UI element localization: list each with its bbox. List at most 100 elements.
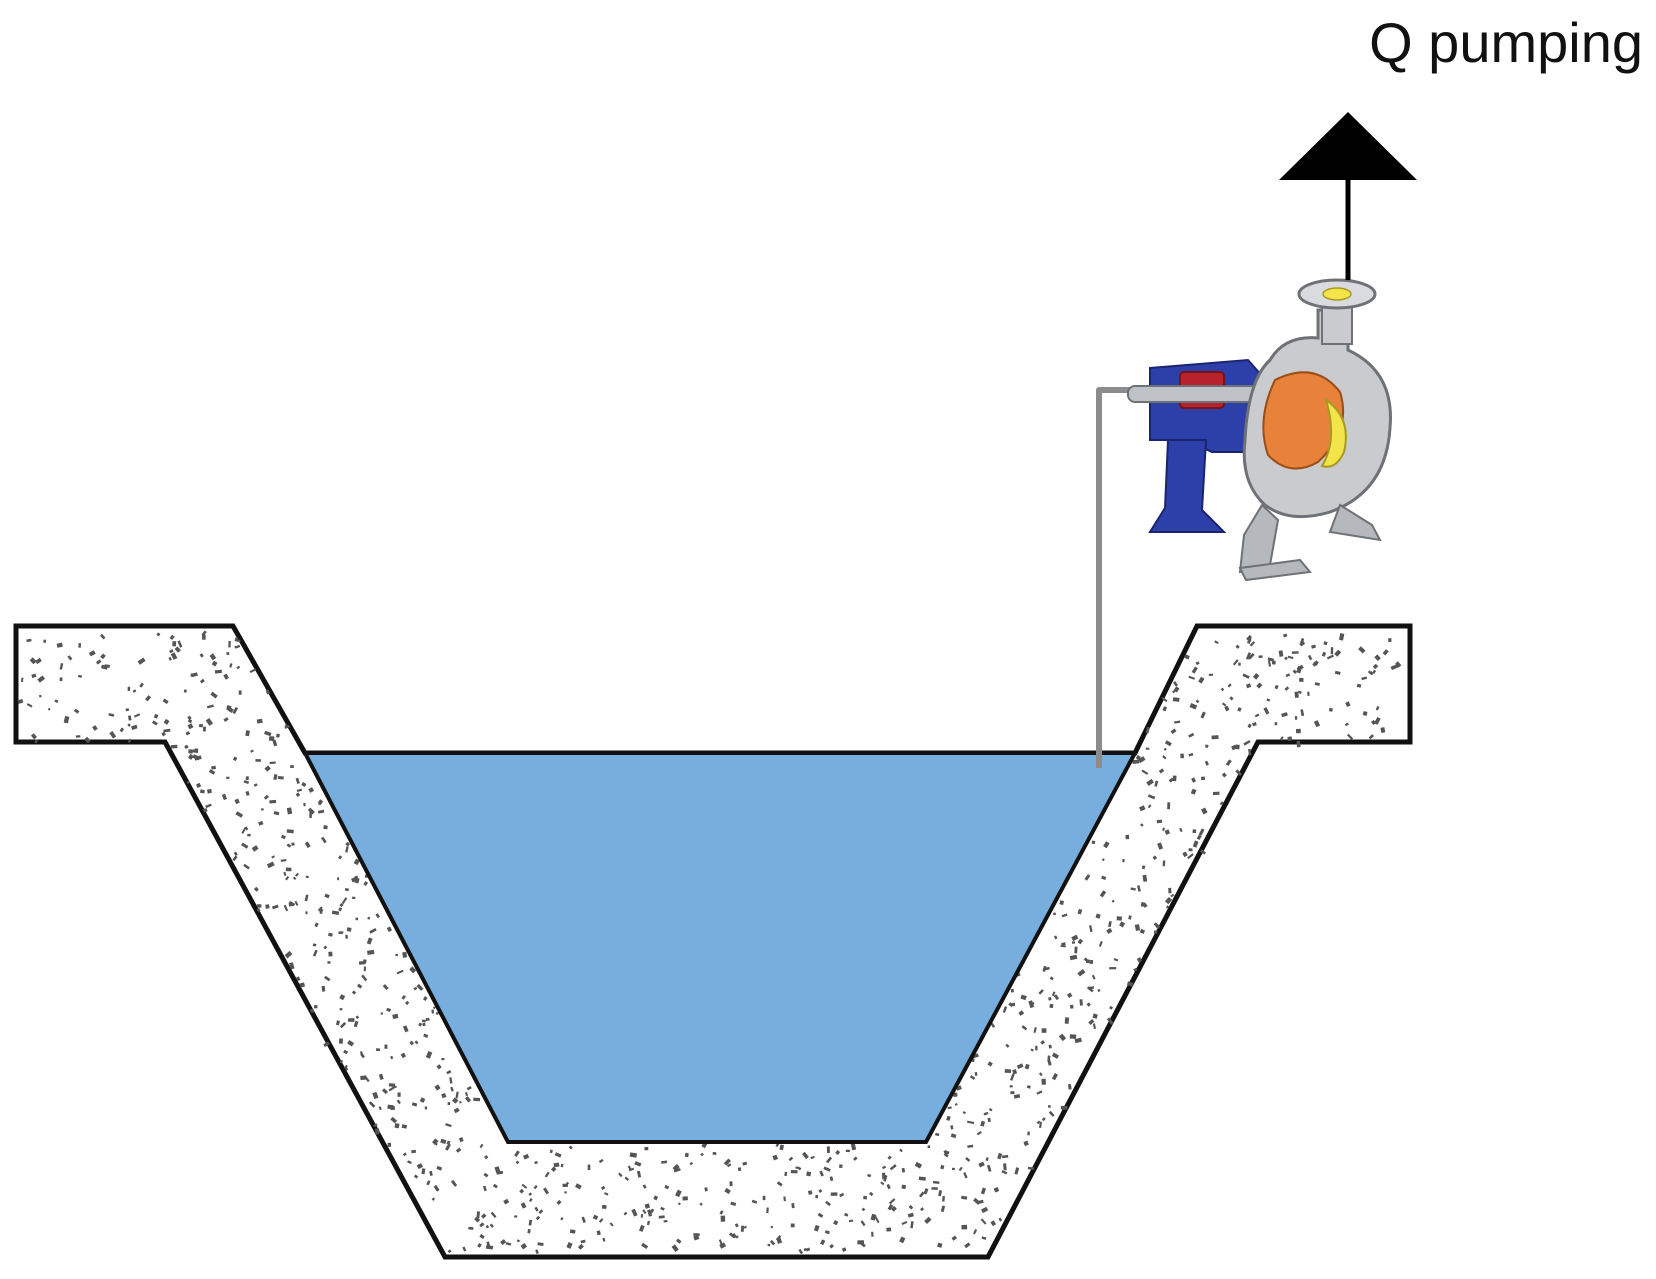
concrete-speckle [251,845,259,852]
concrete-speckle [729,1181,733,1187]
concrete-speckle [624,1176,630,1181]
concrete-speckle [675,1238,682,1244]
concrete-speckle [1167,802,1171,810]
concrete-speckle [367,949,375,955]
concrete-speckle [1162,706,1167,712]
concrete-speckle [942,1195,946,1202]
concrete-speckle [177,640,183,648]
concrete-speckle [850,1142,857,1151]
concrete-speckle [484,1155,489,1160]
concrete-speckle [265,689,271,695]
concrete-speckle [202,726,206,732]
concrete-speckle [729,1232,736,1239]
concrete-speckle [825,1200,831,1207]
concrete-speckle [351,990,357,995]
concrete-speckle [889,1164,897,1171]
concrete-speckle [54,699,59,704]
concrete-speckle [1020,994,1027,1001]
concrete-speckle [360,1075,367,1081]
concrete-speckle [537,1242,544,1246]
concrete-speckle [409,966,417,974]
concrete-speckle [943,1152,949,1158]
concrete-speckle [1174,720,1181,724]
concrete-speckle [1296,740,1301,748]
concrete-speckle [870,1213,877,1221]
concrete-speckle [899,1148,903,1153]
concrete-speckle [338,907,343,912]
concrete-speckle [967,1144,974,1148]
centrifugal-pump [1127,278,1392,582]
concrete-speckle [901,1184,907,1190]
discharge-arrow [1279,112,1417,280]
concrete-speckle [445,1143,451,1151]
concrete-speckle [1109,1005,1113,1010]
concrete-speckle [950,1125,954,1130]
concrete-speckle [861,1207,866,1212]
concrete-speckle [421,1168,426,1175]
concrete-speckle [672,1164,680,1172]
concrete-speckle [1077,938,1084,945]
concrete-speckle [409,1040,415,1046]
concrete-speckle [441,1058,445,1061]
concrete-speckle [1010,988,1014,993]
concrete-speckle [1254,713,1260,718]
concrete-speckle [961,1195,968,1200]
concrete-speckle [1182,851,1188,858]
concrete-speckle [1243,739,1251,746]
concrete-speckle [1069,1034,1077,1039]
concrete-speckle [390,1116,398,1124]
concrete-speckle [261,808,264,811]
concrete-speckle [305,875,309,879]
concrete-speckle [206,704,214,709]
concrete-speckle [724,1187,731,1195]
concrete-speckle [109,731,117,739]
concrete-speckle [373,1123,378,1128]
concrete-speckle [1375,705,1380,711]
concrete-speckle [156,632,161,637]
concrete-speckle [183,689,187,693]
concrete-speckle [431,1009,435,1014]
concrete-speckle [891,1205,897,1212]
concrete-speckle [411,1102,418,1107]
concrete-speckle [331,910,340,915]
concrete-speckle [1256,682,1263,689]
concrete-speckle [818,1189,823,1193]
concrete-speckle [1092,1023,1097,1030]
concrete-speckle [1229,696,1234,701]
concrete-speckle [243,863,250,870]
concrete-speckle [503,1198,510,1205]
concrete-speckle [1023,1140,1029,1147]
concrete-speckle [43,639,46,643]
concrete-speckle [250,749,254,753]
concrete-speckle [704,1187,708,1192]
concrete-speckle [104,664,111,668]
concrete-speckle [268,736,275,741]
concrete-speckle [202,808,208,813]
concrete-speckle [1012,1069,1018,1075]
concrete-speckle [1040,1040,1045,1045]
concrete-speckle [647,1211,653,1217]
concrete-speckle [432,1006,436,1010]
concrete-speckle [527,1228,531,1234]
concrete-speckle [184,744,189,750]
concrete-speckle [978,1161,985,1168]
concrete-speckle [312,949,318,957]
concrete-speckle [880,1181,885,1186]
concrete-speckle [766,1207,769,1214]
concrete-speckle [245,790,250,796]
concrete-speckle [770,1225,774,1229]
concrete-speckle [737,1167,742,1171]
concrete-speckle [924,1216,932,1225]
concrete-speckle [1071,941,1076,944]
concrete-speckle [1064,1017,1070,1024]
concrete-speckle [1284,686,1290,691]
concrete-speckle [321,985,326,992]
concrete-speckle [374,1128,380,1135]
concrete-speckle [1044,966,1050,971]
concrete-speckle [1294,716,1298,720]
concrete-speckle [772,1154,779,1161]
concrete-speckle [92,725,98,731]
concrete-speckle [345,934,349,939]
concrete-speckle [486,1241,490,1247]
concrete-speckle [987,1117,991,1123]
